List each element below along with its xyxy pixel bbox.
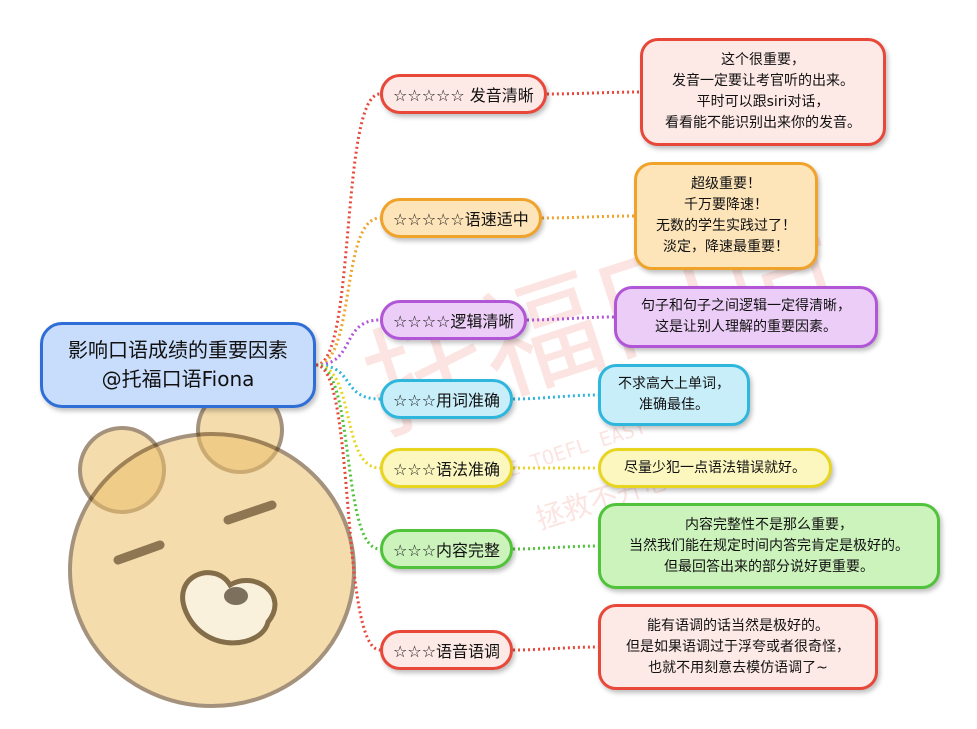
note-line: 但是如果语调过于浮夸或者很奇怪， <box>626 638 850 655</box>
bear-head <box>68 432 356 708</box>
note-line: 能有语调的话当然是极好的。 <box>647 617 829 634</box>
bear-left-brow <box>113 540 165 565</box>
branch-to-note-connector <box>512 393 599 401</box>
note-logic: 句子和句子之间逻辑一定得清晰， 这是让别人理解的重要因素。 <box>614 286 878 348</box>
branch-speech-rate: ☆☆☆☆☆语速适中 <box>380 198 542 238</box>
note-line: 这是让别人理解的重要因素。 <box>655 319 837 335</box>
note-line: 无数的学生实践过了！ <box>656 218 796 234</box>
note-line: 发音一定要让考官听的出来。 <box>672 73 854 89</box>
branch-logic: ☆☆☆☆逻辑清晰 <box>380 300 528 340</box>
note-pronunciation: 这个很重要， 发音一定要让考官听的出来。 平时可以跟siri对话， 看看能不能识… <box>640 38 886 146</box>
branch-pronunciation: ☆☆☆☆☆ 发音清晰 <box>380 74 547 114</box>
branch-intonation: ☆☆☆语音语调 <box>380 630 514 670</box>
bear-snout <box>180 570 278 646</box>
root-topic: 影响口语成绩的重要因素 @托福口语Fiona <box>40 322 316 408</box>
bear-right-brow <box>223 500 277 525</box>
root-to-branch-connector <box>315 363 381 652</box>
note-line: 准确最佳。 <box>639 397 709 413</box>
branch-content: ☆☆☆内容完整 <box>380 529 514 569</box>
branch-to-note-connector <box>546 90 641 96</box>
note-line: 不求高大上单词， <box>618 376 730 392</box>
bear-nose <box>224 587 248 605</box>
note-line: 超级重要！ <box>691 176 761 192</box>
branch-to-note-connector <box>541 214 635 220</box>
note-grammar: 尽量少犯一点语法错误就好。 <box>598 448 832 488</box>
bear-face <box>68 386 356 708</box>
note-speech-rate: 超级重要！ 千万要降速！ 无数的学生实践过了！ 淡定，降速最重要！ <box>634 162 818 270</box>
note-line: 句子和句子之间逻辑一定得清晰， <box>641 298 851 314</box>
root-topic-title: 影响口语成绩的重要因素 <box>68 338 288 362</box>
note-line: 这个很重要， <box>721 52 805 68</box>
root-topic-subtitle: @托福口语Fiona <box>101 367 255 391</box>
note-line: 内容完整性不是那么重要， <box>685 516 853 533</box>
root-to-branch-connector <box>315 318 381 367</box>
root-to-branch-connector <box>315 216 381 367</box>
note-line: 平时可以跟siri对话， <box>696 94 830 110</box>
note-line: 看看能不能识别出来你的发音。 <box>665 115 861 131</box>
note-line: 尽量少犯一点语法错误就好。 <box>624 459 806 476</box>
root-to-branch-connector <box>315 92 381 367</box>
root-to-branch-connector <box>315 363 381 551</box>
note-intonation: 能有语调的话当然是极好的。 但是如果语调过于浮夸或者很奇怪， 也就不用刻意去模仿… <box>598 604 878 690</box>
branch-grammar: ☆☆☆语法准确 <box>380 448 514 488</box>
note-word-choice: 不求高大上单词， 准确最佳。 <box>598 364 750 426</box>
note-line: 但最回答出来的部分说好更重要。 <box>664 558 874 575</box>
branch-to-note-connector <box>526 315 615 322</box>
note-line: 当然我们能在规定时间内答完肯定是极好的。 <box>629 537 909 554</box>
note-content: 内容完整性不是那么重要， 当然我们能在规定时间内答完肯定是极好的。 但最回答出来… <box>598 503 940 589</box>
branch-word-choice: ☆☆☆用词准确 <box>380 379 514 419</box>
branch-to-note-connector <box>512 645 599 652</box>
root-to-branch-connector <box>315 363 381 401</box>
root-to-branch-connector <box>315 363 381 470</box>
note-line: 淡定，降速最重要！ <box>663 239 789 255</box>
note-line: 千万要降速！ <box>684 197 768 213</box>
branch-to-note-connector <box>512 544 599 551</box>
note-line: 也就不用刻意去模仿语调了~ <box>648 659 828 676</box>
